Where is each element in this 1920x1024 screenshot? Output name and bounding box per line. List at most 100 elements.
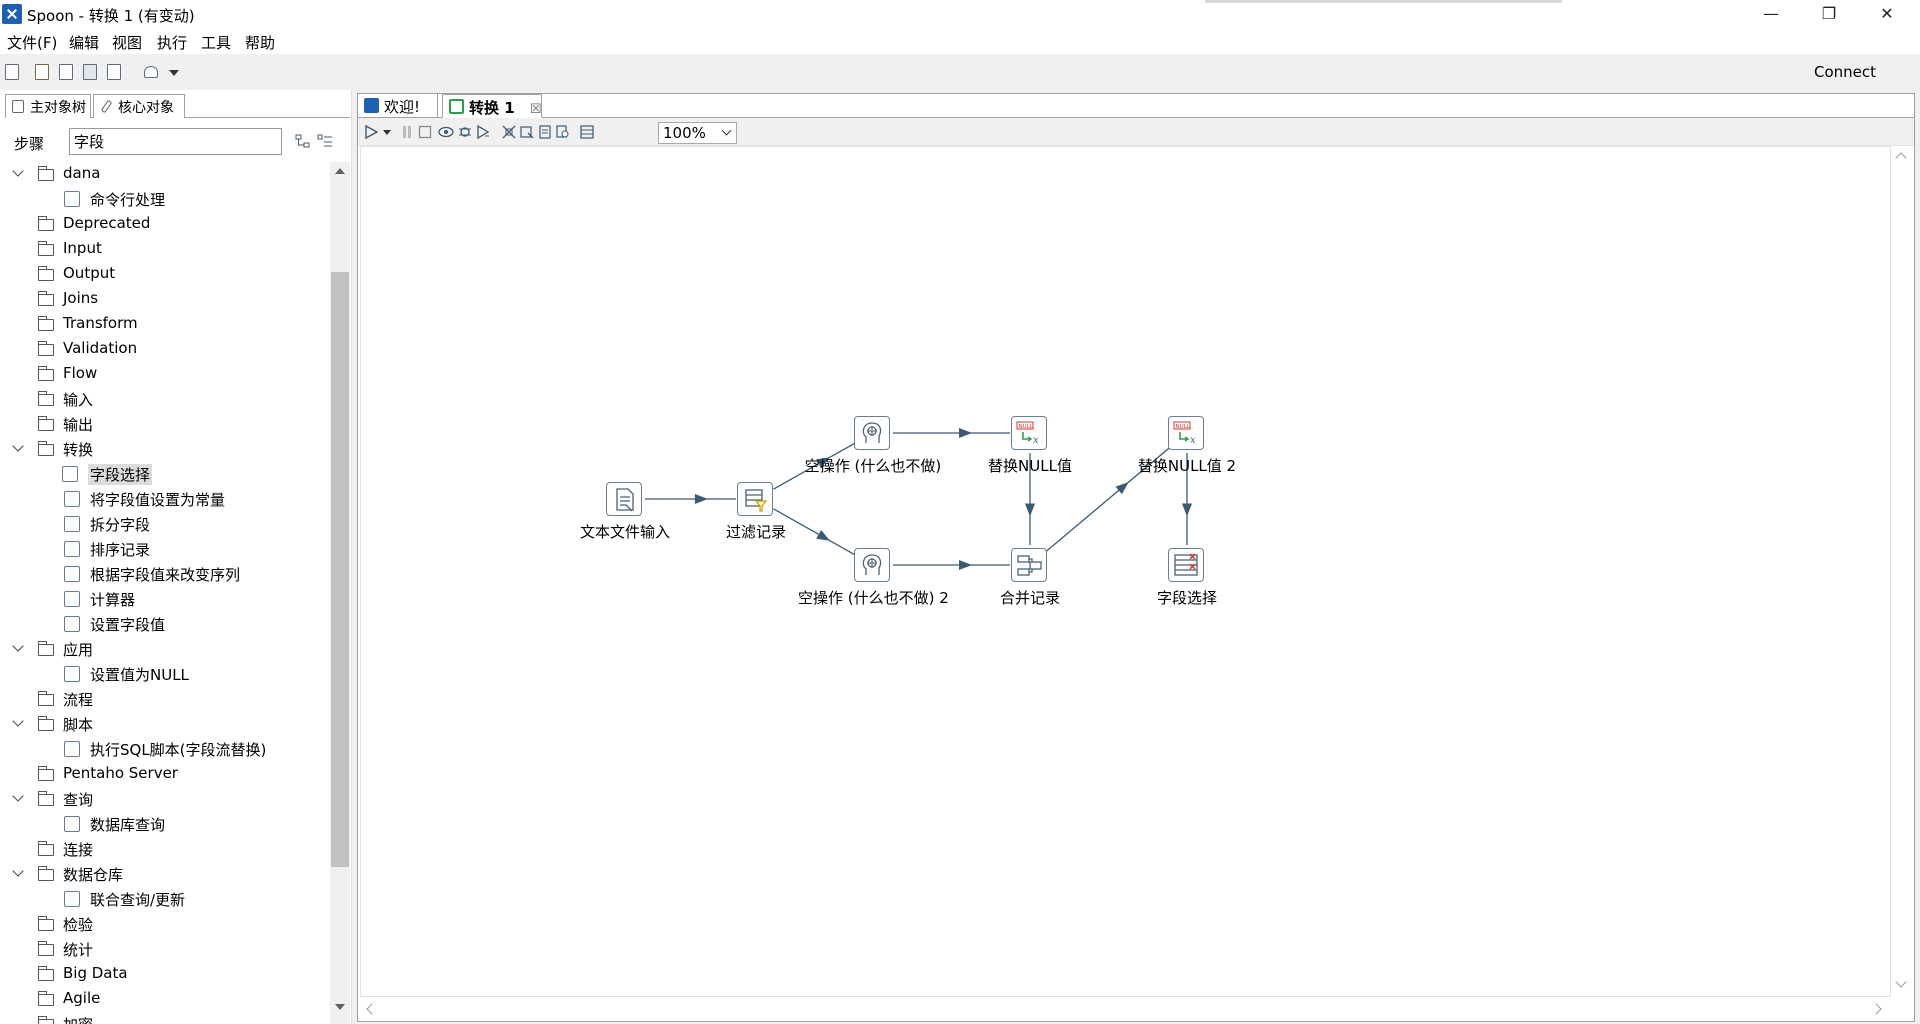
tree-step[interactable]: 根据字段值来改变序列 <box>0 562 330 587</box>
tree-folder[interactable]: 数据仓库 <box>0 862 330 887</box>
replay-icon[interactable] <box>476 125 490 139</box>
canvas-scroll-left-icon[interactable] <box>366 1003 378 1015</box>
sql-icon[interactable] <box>538 125 552 139</box>
step-dummy1[interactable]: 空操作 (什么也不做) <box>798 416 948 486</box>
tree-folder[interactable]: 加密 <box>0 1012 330 1024</box>
tab-transformation[interactable]: 转换 1 ☒ <box>442 94 542 118</box>
show-results-icon[interactable] <box>580 125 594 139</box>
maximize-button[interactable]: ❐ <box>1821 4 1837 23</box>
canvas-vertical-scrollbar[interactable] <box>1891 146 1913 997</box>
chevron-down-icon[interactable] <box>12 641 24 653</box>
verify-icon[interactable] <box>502 125 516 139</box>
merge-rows-icon[interactable] <box>1011 548 1047 582</box>
menu-view[interactable]: 视图 <box>112 34 143 52</box>
tree-step[interactable]: 设置字段值 <box>0 612 330 637</box>
tree-folder[interactable]: Input <box>0 237 330 262</box>
run-icon[interactable] <box>364 125 378 139</box>
hop-merge-ifnull2[interactable] <box>1044 445 1173 553</box>
tree-folder[interactable]: 连接 <box>0 837 330 862</box>
tree-folder[interactable]: Big Data <box>0 962 330 987</box>
tree-step[interactable]: 命令行处理 <box>0 187 330 212</box>
chevron-down-icon[interactable] <box>12 716 24 728</box>
preview-icon[interactable] <box>438 125 454 139</box>
step-text_input[interactable]: 文本文件输入 <box>550 482 700 552</box>
tree-folder[interactable]: 统计 <box>0 937 330 962</box>
tree-folder[interactable]: Flow <box>0 362 330 387</box>
impact-icon[interactable] <box>520 125 534 139</box>
tree-folder[interactable]: Agile <box>0 987 330 1012</box>
tree-step[interactable]: 设置值为NULL <box>0 662 330 687</box>
step-merge[interactable]: 合并记录 <box>955 548 1105 618</box>
step-dummy2[interactable]: 空操作 (什么也不做) 2 <box>798 548 949 618</box>
dummy-icon[interactable] <box>854 548 890 582</box>
new-file-icon[interactable] <box>5 64 19 80</box>
tree-step[interactable]: 数据库查询 <box>0 812 330 837</box>
tree-folder[interactable]: 流程 <box>0 687 330 712</box>
zoom-select[interactable]: 100% <box>658 122 737 144</box>
canvas-scroll-up-icon[interactable] <box>1895 152 1907 164</box>
menu-run[interactable]: 执行 <box>157 34 188 52</box>
dummy-icon[interactable] <box>854 416 890 450</box>
tree-folder[interactable]: 检验 <box>0 912 330 937</box>
tree-folder[interactable]: 转换 <box>0 437 330 462</box>
hop-filter-dummy2[interactable] <box>773 508 856 556</box>
tree-step[interactable]: 联合查询/更新 <box>0 887 330 912</box>
step-search-input[interactable] <box>69 128 282 155</box>
step-filter[interactable]: 过滤记录 <box>681 482 831 552</box>
tree-folder[interactable]: Joins <box>0 287 330 312</box>
tree-folder[interactable]: Output <box>0 262 330 287</box>
step-select[interactable]: 字段选择 <box>1112 548 1262 618</box>
scroll-down-icon[interactable] <box>335 1004 345 1010</box>
chevron-down-icon[interactable] <box>12 866 24 878</box>
tab-main-tree[interactable]: 主对象树 <box>5 94 91 118</box>
tree-step[interactable]: 计算器 <box>0 587 330 612</box>
chevron-down-icon[interactable] <box>12 166 24 178</box>
explore-db-icon[interactable] <box>556 125 570 139</box>
debug-icon[interactable] <box>458 125 472 139</box>
close-button[interactable]: ✕ <box>1880 4 1894 23</box>
tree-folder[interactable]: Transform <box>0 312 330 337</box>
tree-folder[interactable]: Deprecated <box>0 212 330 237</box>
tree-scroll-thumb[interactable] <box>331 272 349 867</box>
scroll-up-icon[interactable] <box>335 168 345 174</box>
tree-folder[interactable]: 查询 <box>0 787 330 812</box>
menu-help[interactable]: 帮助 <box>245 34 276 52</box>
chevron-down-icon[interactable] <box>12 441 24 453</box>
tree-folder[interactable]: 应用 <box>0 637 330 662</box>
hop-filter-dummy1[interactable] <box>773 442 856 490</box>
tree-folder[interactable]: 输出 <box>0 412 330 437</box>
minimize-button[interactable]: — <box>1763 4 1779 23</box>
tree-folder[interactable]: 脚本 <box>0 712 330 737</box>
chevron-down-icon[interactable] <box>12 791 24 803</box>
canvas-scroll-down-icon[interactable] <box>1895 976 1907 988</box>
canvas-scroll-right-icon[interactable] <box>1870 1003 1882 1015</box>
perspective-icon[interactable] <box>144 66 158 78</box>
tab-welcome[interactable]: 欢迎! <box>358 94 438 118</box>
tree-folder[interactable]: 输入 <box>0 387 330 412</box>
select-values-icon[interactable] <box>1168 548 1204 582</box>
filter-rows-icon[interactable] <box>737 482 773 516</box>
tree-step[interactable]: 排序记录 <box>0 537 330 562</box>
tree-folder[interactable]: dana <box>0 162 330 187</box>
pause-icon[interactable] <box>400 125 414 139</box>
connect-button[interactable]: Connect <box>1813 63 1876 81</box>
save-icon[interactable] <box>83 64 97 80</box>
perspective-dropdown-icon[interactable] <box>169 70 179 76</box>
tree-step[interactable]: 执行SQL脚本(字段流替换) <box>0 737 330 762</box>
expand-all-icon[interactable] <box>295 134 311 148</box>
tree-scrollbar[interactable] <box>330 162 350 1024</box>
tab-close-icon[interactable]: ☒ <box>529 102 542 117</box>
stop-icon[interactable] <box>418 125 432 139</box>
canvas-horizontal-scrollbar[interactable] <box>360 997 1891 1021</box>
tree-folder[interactable]: Validation <box>0 337 330 362</box>
menu-file[interactable]: 文件(F) <box>7 34 58 52</box>
open-file-icon[interactable] <box>35 64 49 80</box>
tree-folder[interactable]: Pentaho Server <box>0 762 330 787</box>
save-as-icon[interactable] <box>107 64 121 80</box>
tree-step[interactable]: 将字段值设置为常量 <box>0 487 330 512</box>
tree-step[interactable]: 字段选择 <box>0 462 330 487</box>
menu-tools[interactable]: 工具 <box>201 34 232 52</box>
menu-edit[interactable]: 编辑 <box>69 34 100 52</box>
